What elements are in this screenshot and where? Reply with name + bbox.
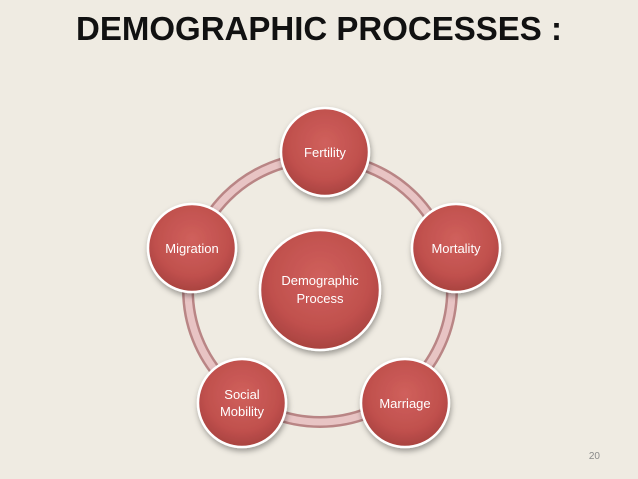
slide-title: DEMOGRAPHIC PROCESSES : — [76, 10, 562, 47]
page-number: 20 — [588, 451, 600, 462]
node-marriage: Marriage — [359, 357, 451, 449]
node-migration-label: Migration — [165, 241, 218, 256]
node-fertility-label: Fertility — [304, 145, 346, 160]
node-mortality: Mortality — [410, 202, 502, 294]
node-social-mobility-label-line-2: Mobility — [220, 404, 265, 419]
node-marriage-label: Marriage — [379, 396, 430, 411]
node-mortality-label: Mortality — [431, 241, 481, 256]
node-migration: Migration — [146, 202, 238, 294]
node-fertility: Fertility — [279, 106, 371, 198]
node-social-mobility-label-line-1: Social — [224, 387, 260, 402]
node-social-mobility: Social Mobility — [196, 357, 288, 449]
center-node-label-line-2: Process — [297, 291, 344, 306]
center-node-label-line-1: Demographic — [281, 273, 359, 288]
center-node: Demographic Process — [258, 228, 382, 352]
